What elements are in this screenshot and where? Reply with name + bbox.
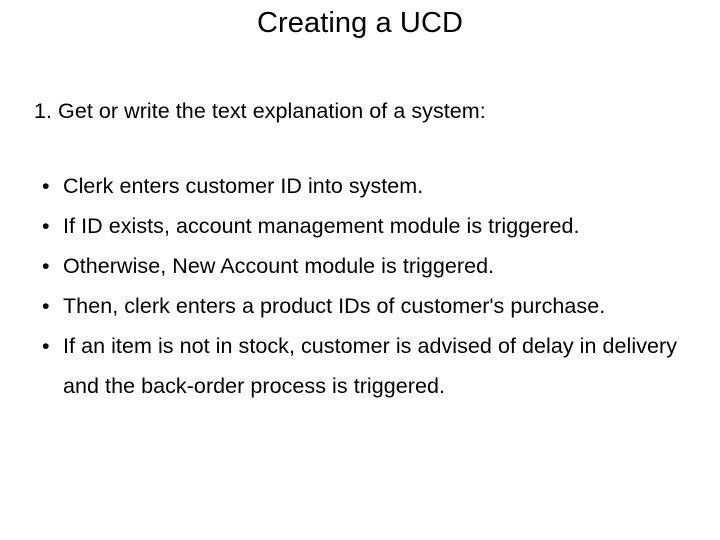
bullet-list: • Clerk enters customer ID into system. … bbox=[34, 166, 702, 406]
list-item: • Then, clerk enters a product IDs of cu… bbox=[34, 286, 702, 326]
list-item-text: Otherwise, New Account module is trigger… bbox=[63, 254, 495, 278]
list-item: • If ID exists, account management modul… bbox=[34, 206, 702, 246]
bullet-icon: • bbox=[42, 294, 50, 318]
list-item-text: If an item is not in stock, customer is … bbox=[63, 334, 678, 398]
list-item: • Clerk enters customer ID into system. bbox=[34, 166, 702, 206]
bullet-icon: • bbox=[42, 214, 50, 238]
slide-body: 1. Get or write the text explanation of … bbox=[34, 96, 698, 132]
list-item: • If an item is not in stock, customer i… bbox=[34, 326, 702, 406]
list-item-text: If ID exists, account management module … bbox=[63, 214, 580, 238]
page-title: Creating a UCD bbox=[256, 7, 464, 39]
list-item-text: Then, clerk enters a product IDs of cust… bbox=[63, 294, 606, 318]
list-item: • Otherwise, New Account module is trigg… bbox=[34, 246, 702, 286]
list-item-text: Clerk enters customer ID into system. bbox=[63, 174, 424, 198]
bullet-icon: • bbox=[42, 334, 50, 358]
bullet-icon: • bbox=[42, 254, 50, 278]
bullet-icon: • bbox=[42, 174, 50, 198]
numbered-step-1: 1. Get or write the text explanation of … bbox=[34, 99, 486, 123]
